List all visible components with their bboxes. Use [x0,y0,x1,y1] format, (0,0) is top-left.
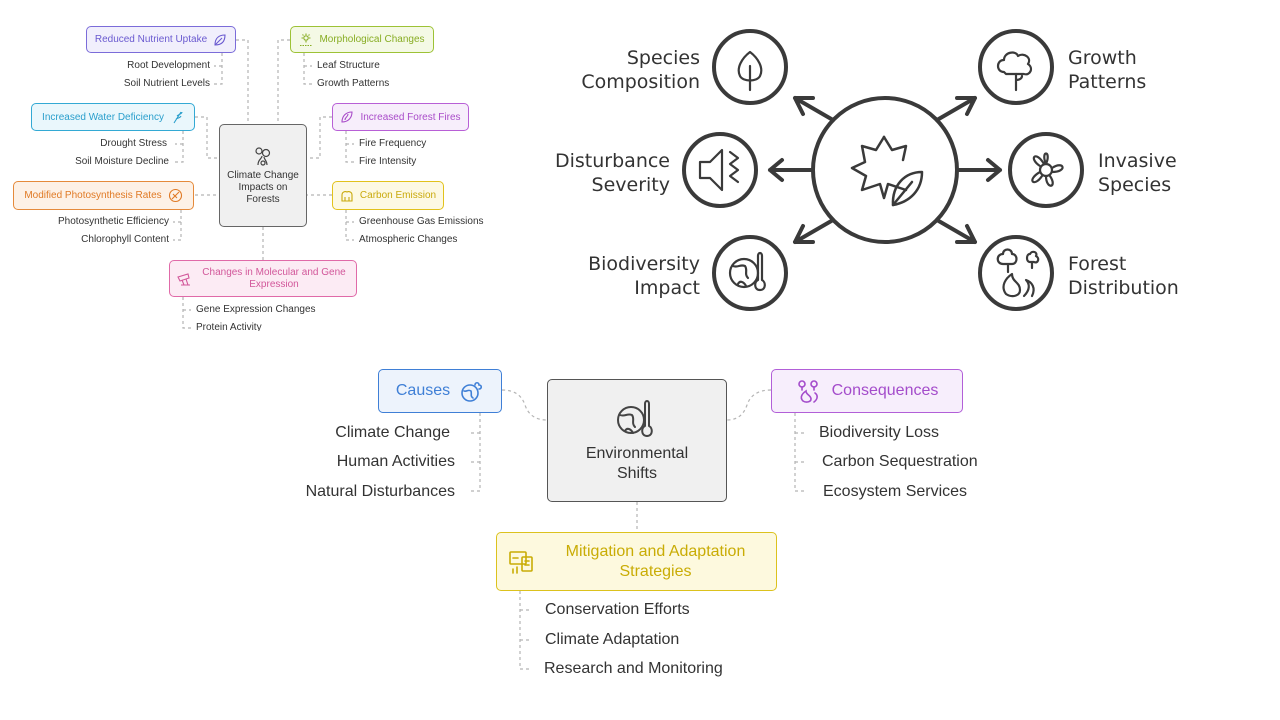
arrow-biodiversity [793,218,835,244]
center-node-label: Climate Change Impacts on Forests [227,170,299,205]
fire-trees-icon [796,378,822,404]
consequences-box: Consequences [771,369,963,413]
mitigation-item: Conservation Efforts [545,601,690,618]
sub-item: Soil Moisture Decline [75,156,169,167]
modified-photosynthesis-rates-box: Modified Photosynthesis Rates [13,181,194,210]
forest-distribution-label: Forest Distribution [1068,253,1179,299]
reduced-nutrient-uptake-box: Reduced Nutrient Uptake [86,26,236,53]
cause-item: Natural Disturbances [305,483,455,500]
sub-item: Fire Frequency [359,138,427,149]
increased-forest-fires-box: Increased Forest Fires [332,103,469,131]
consequence-item: Biodiversity Loss [819,424,940,441]
sub-item: Photosynthetic Efficiency [58,216,169,227]
sub-item: Growth Patterns [317,78,390,89]
bulb-icon [253,145,273,167]
sun-leaf-icon [168,188,183,203]
sub-item: Soil Nutrient Levels [123,78,210,89]
consequence-item: Ecosystem Services [823,483,968,500]
drop-leaf-icon [170,110,184,124]
flower-icon [1031,152,1064,187]
cause-item: Climate Change [335,424,450,441]
sub-item: Drought Stress [100,138,167,149]
morphological-changes-box: Morphological Changes [290,26,434,53]
sub-item: Greenhouse Gas Emissions [359,216,484,227]
factory-icon [340,189,354,203]
leaf-drop-icon [213,33,227,47]
cause-item: Human Activities [336,453,455,470]
environmental-shifts-node: Environmental Shifts [547,379,727,502]
tree-icon [737,50,763,92]
arrow-disturbance [768,158,815,182]
invasive-species-label: Invasive Species [1098,150,1177,196]
fire-trees-icon [996,248,1040,298]
arrow-forest [935,218,977,244]
fire-leaf-icon [340,110,354,124]
biodiversity-impact-label: Biodiversity Impact [588,253,700,299]
mitigation-box: Mitigation and Adaptation Strategies [496,532,777,591]
arrow-invasive [955,158,1002,182]
arrow-species [793,96,835,122]
globe-thermometer-icon [615,398,659,440]
sub-item: Gene Expression Changes [196,304,316,315]
causes-box: Causes [378,369,502,413]
molecular-gene-expression-box: Changes in Molecular and Gene Expression [169,260,357,297]
increased-water-deficiency-box: Increased Water Deficiency [31,103,195,131]
maple-leaf-icon [850,135,924,207]
disturbance-severity-label: Disturbance Severity [555,150,670,196]
sub-item: Atmospheric Changes [359,234,458,245]
radial-diagram [682,29,1084,311]
consequence-item: Carbon Sequestration [822,453,978,470]
species-composition-label: Species Composition [581,47,700,93]
sub-item: Fire Intensity [359,156,417,167]
megaphone-icon [698,148,740,192]
cloud-tree-icon [996,51,1033,92]
sprout-icon [299,33,313,47]
sub-item: Root Development [127,60,210,71]
sub-item: Leaf Structure [317,60,380,71]
sub-item: Protein Activity [196,322,262,331]
center-node: Climate Change Impacts on Forests [219,124,307,227]
dna-icon [176,271,192,287]
strategy-board-icon [508,549,536,575]
growth-patterns-label: Growth Patterns [1068,47,1147,93]
mitigation-item: Research and Monitoring [544,660,723,677]
carbon-emission-box: Carbon Emission [332,181,444,210]
sub-item: Chlorophyll Content [81,234,169,245]
arrow-growth [935,96,977,122]
globe-smoke-icon [460,379,484,403]
globe-thermometer-icon [728,251,766,292]
mitigation-item: Climate Adaptation [545,631,680,648]
